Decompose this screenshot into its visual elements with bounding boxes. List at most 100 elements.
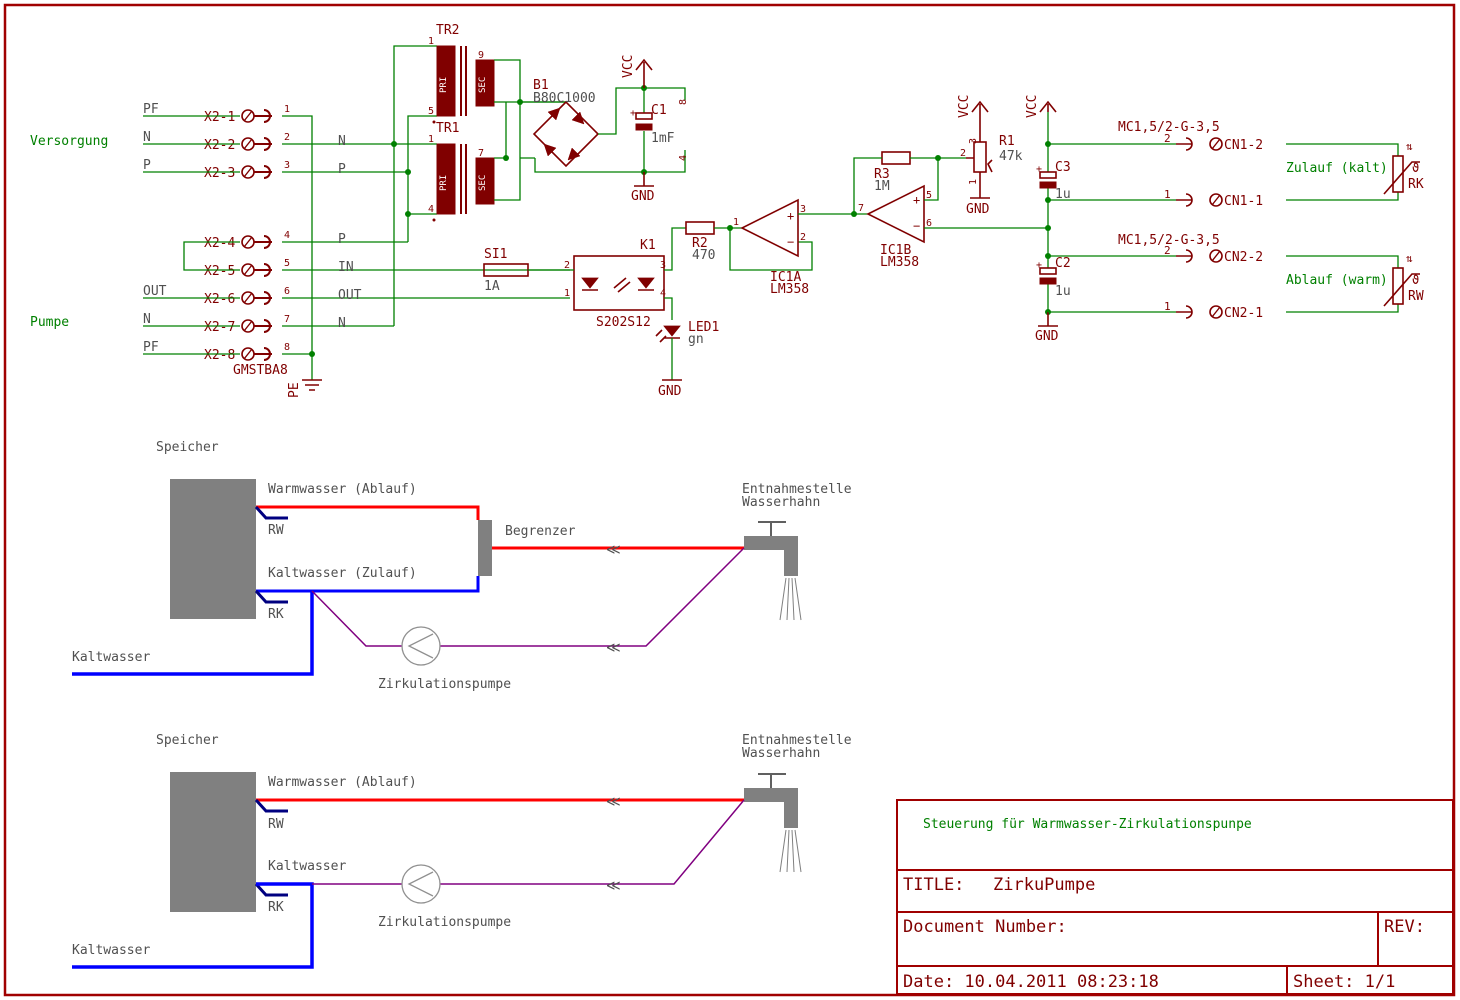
r1-label: R1 xyxy=(999,134,1015,149)
pe-label: PE xyxy=(287,382,302,398)
led1-value: gn xyxy=(688,332,704,347)
rw-sensor-label-2: RW xyxy=(268,817,284,832)
svg-text:7: 7 xyxy=(478,92,484,103)
connector-cn2: MC1,5/2-G-3,5 2 1 CN2-2 CN2-1 xyxy=(1118,233,1263,321)
pin-name: X2-4 xyxy=(204,236,235,251)
speicher-label: Speicher xyxy=(156,440,219,455)
capacitor-c2: + C2 1u xyxy=(1036,256,1071,299)
svg-text:≪: ≪ xyxy=(606,640,621,656)
pin-number: 3 xyxy=(284,160,290,171)
svg-text:2: 2 xyxy=(800,232,806,243)
svg-text:6: 6 xyxy=(478,190,484,201)
led1-label: LED1 xyxy=(688,320,719,335)
tap-label-3: Entnahmestelle xyxy=(742,733,852,748)
pin-number: 4 xyxy=(284,230,290,241)
gnd-label-c1: GND xyxy=(631,189,655,204)
connector-part: GMSTBA8 xyxy=(233,363,288,378)
ic1b-part: LM358 xyxy=(880,255,919,270)
bridge-rectifier-b1: B1 B80C1000 xyxy=(532,78,600,168)
connector-cn1: MC1,5/2-G-3,5 2 1 CN1-2 CN1-1 xyxy=(1118,120,1263,209)
r3-label: R3 xyxy=(874,167,890,182)
svg-text:+: + xyxy=(1036,260,1042,271)
pin-net-label: N xyxy=(143,312,151,327)
svg-text:≪: ≪ xyxy=(606,794,621,810)
svg-text:1: 1 xyxy=(428,36,434,47)
thermistor-rw: ⇅ ϑ RW xyxy=(1383,252,1424,307)
gnd-label-led: GND xyxy=(658,384,682,399)
svg-text:7: 7 xyxy=(478,148,484,159)
net-label-n2: N xyxy=(338,316,346,331)
cn2-pin2: CN2-2 xyxy=(1224,250,1263,265)
connector-pin: X2-55 xyxy=(204,258,290,279)
document-number-label: Document Number: xyxy=(903,917,1067,937)
svg-text:4: 4 xyxy=(428,204,434,215)
capacitor-c3: + C3 1u xyxy=(1036,160,1071,202)
title-value: ZirkuPumpe xyxy=(993,875,1095,895)
svg-text:≪: ≪ xyxy=(606,878,621,894)
vcc-label-c1: VCC xyxy=(621,55,636,78)
pin-net-label: N xyxy=(143,130,151,145)
pin-number: 6 xyxy=(284,286,290,297)
pump-label-2: Zirkulationspumpe xyxy=(378,915,511,930)
svg-text:9: 9 xyxy=(478,50,484,61)
rk-sensor-label-2: RK xyxy=(268,900,284,915)
svg-text:SEC: SEC xyxy=(478,175,488,191)
svg-text:+: + xyxy=(913,193,920,207)
svg-text:⇅: ⇅ xyxy=(1406,140,1413,153)
svg-text:6: 6 xyxy=(926,218,932,229)
c1-label: C1 xyxy=(651,103,667,118)
title-block: Steuerung für Warmwasser-Zirkulationspun… xyxy=(896,799,1454,995)
led-led1: LED1 gn xyxy=(655,320,719,347)
rk-sensor-label: RK xyxy=(268,607,284,622)
rev-label: REV: xyxy=(1384,917,1425,937)
net-label-in: IN xyxy=(338,260,354,275)
c1-value: 1mF xyxy=(651,131,675,146)
pin-number: 8 xyxy=(284,342,290,353)
svg-text:SEC: SEC xyxy=(478,77,488,93)
svg-text:2: 2 xyxy=(1164,244,1171,257)
svg-text:3: 3 xyxy=(968,138,979,144)
date-label: Date: 10.04.2011 08:23:18 xyxy=(903,972,1159,992)
connector-pin: NX2-22 xyxy=(143,130,290,153)
tap-label-2: Wasserhahn xyxy=(742,495,820,510)
svg-text:2: 2 xyxy=(564,260,570,271)
svg-text:−: − xyxy=(913,219,920,233)
svg-text:4: 4 xyxy=(678,155,689,161)
svg-text:1: 1 xyxy=(733,217,739,228)
rk-label: RK xyxy=(1408,177,1424,192)
faucet-2 xyxy=(744,773,802,873)
warm-label-2: Warmwasser (Ablauf) xyxy=(268,775,417,790)
transformer-tr1: PRI SEC TR1 1 4 7 6 xyxy=(428,121,495,222)
thermistor-rk: ⇅ ϑ RK xyxy=(1383,140,1424,195)
svg-text:4: 4 xyxy=(660,288,666,299)
tap-label-1: Entnahmestelle xyxy=(742,482,852,497)
title-label: TITLE: xyxy=(903,875,964,895)
svg-text:≪: ≪ xyxy=(606,542,621,558)
connector-x2: PFX2-11NX2-22PX2-33X2-44X2-55OUTX2-66NX2… xyxy=(143,102,290,363)
net-label-p2: P xyxy=(338,232,346,247)
r2-label: R2 xyxy=(692,236,708,251)
c2-value: 1u xyxy=(1055,284,1071,299)
connector-pin: NX2-77 xyxy=(143,312,290,335)
pin-name: X2-6 xyxy=(204,292,235,307)
svg-text:2: 2 xyxy=(960,148,966,159)
pump-label: Zirkulationspumpe xyxy=(378,677,511,692)
b1-value: B80C1000 xyxy=(533,91,596,106)
svg-text:PRI: PRI xyxy=(439,175,449,191)
net-label-n1: N xyxy=(338,134,346,149)
resistor-r3: R3 1M xyxy=(874,151,911,194)
kalt-label-2: Kaltwasser xyxy=(268,859,346,874)
tap-label-4: Wasserhahn xyxy=(742,746,820,761)
r1-value: 47k xyxy=(999,149,1023,164)
ic1a-part: LM358 xyxy=(770,282,809,297)
pin-name: X2-8 xyxy=(204,348,235,363)
svg-text:ϑ: ϑ xyxy=(1412,161,1419,175)
circulation-pump-2 xyxy=(401,864,441,904)
tr1-label: TR1 xyxy=(436,121,459,136)
plumbing-diagram-top: Speicher Warmwasser (Ablauf) Kaltwasser … xyxy=(72,440,852,692)
storage-tank xyxy=(170,479,256,619)
svg-text:1: 1 xyxy=(428,134,434,145)
